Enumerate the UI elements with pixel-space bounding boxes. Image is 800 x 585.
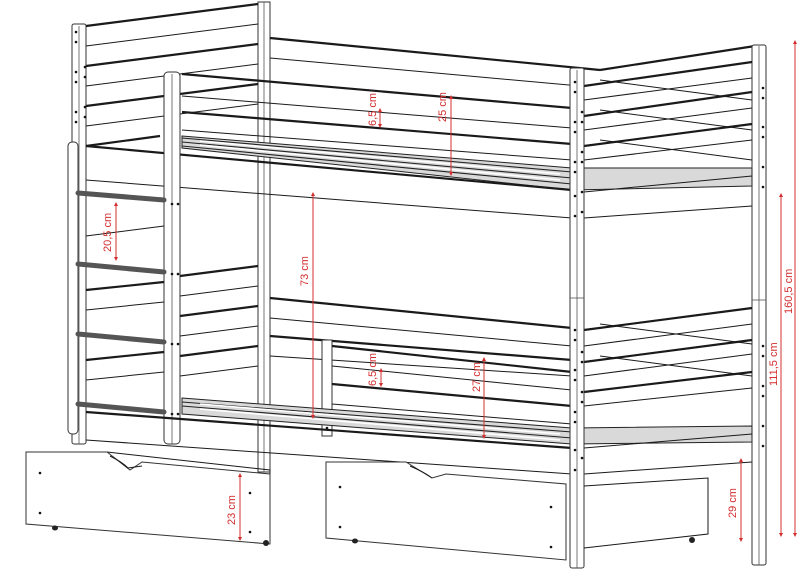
- dim-lower-rail-height: 27 cm: [471, 362, 483, 392]
- back-middle-post: [257, 1, 271, 473]
- dim-clearance-between-beds: 73 cm: [299, 256, 311, 286]
- dim-lower-rail-gap: 6,5 cm: [367, 352, 379, 386]
- lower-slatted-base: [181, 397, 753, 445]
- ladder: [67, 71, 181, 445]
- back-right-post: [751, 44, 767, 566]
- upper-back-rails: [269, 36, 756, 87]
- dim-total-height: 160,5 cm: [783, 268, 795, 314]
- dimension-lines: [114, 40, 797, 542]
- dim-ladder-rung-spacing: 20,5 cm: [102, 212, 114, 252]
- dim-drawer-height: 23 cm: [226, 495, 238, 525]
- dim-floor-to-lower-frame: 29 cm: [727, 488, 739, 518]
- lower-guard-rail: [321, 339, 573, 437]
- lower-headboard-slats: [85, 225, 259, 381]
- left-post-holes: [74, 30, 87, 124]
- back-right-post-holes: [761, 86, 765, 448]
- upper-guard-rail: [181, 72, 573, 161]
- dim-upper-rail-height: 25 cm: [437, 92, 449, 122]
- lower-front-beam: [85, 410, 753, 475]
- dim-lower-bed-total-height: 111,5 cm: [768, 342, 780, 386]
- left-drawer: [25, 451, 271, 546]
- dim-upper-rail-gap: 6,5 cm: [367, 92, 379, 126]
- lower-back-rails: [269, 296, 573, 377]
- front-right-post: [569, 67, 585, 569]
- lower-footboard-slats: [583, 306, 753, 407]
- upper-footboard-slats: [583, 60, 753, 161]
- right-drawer: [325, 461, 709, 561]
